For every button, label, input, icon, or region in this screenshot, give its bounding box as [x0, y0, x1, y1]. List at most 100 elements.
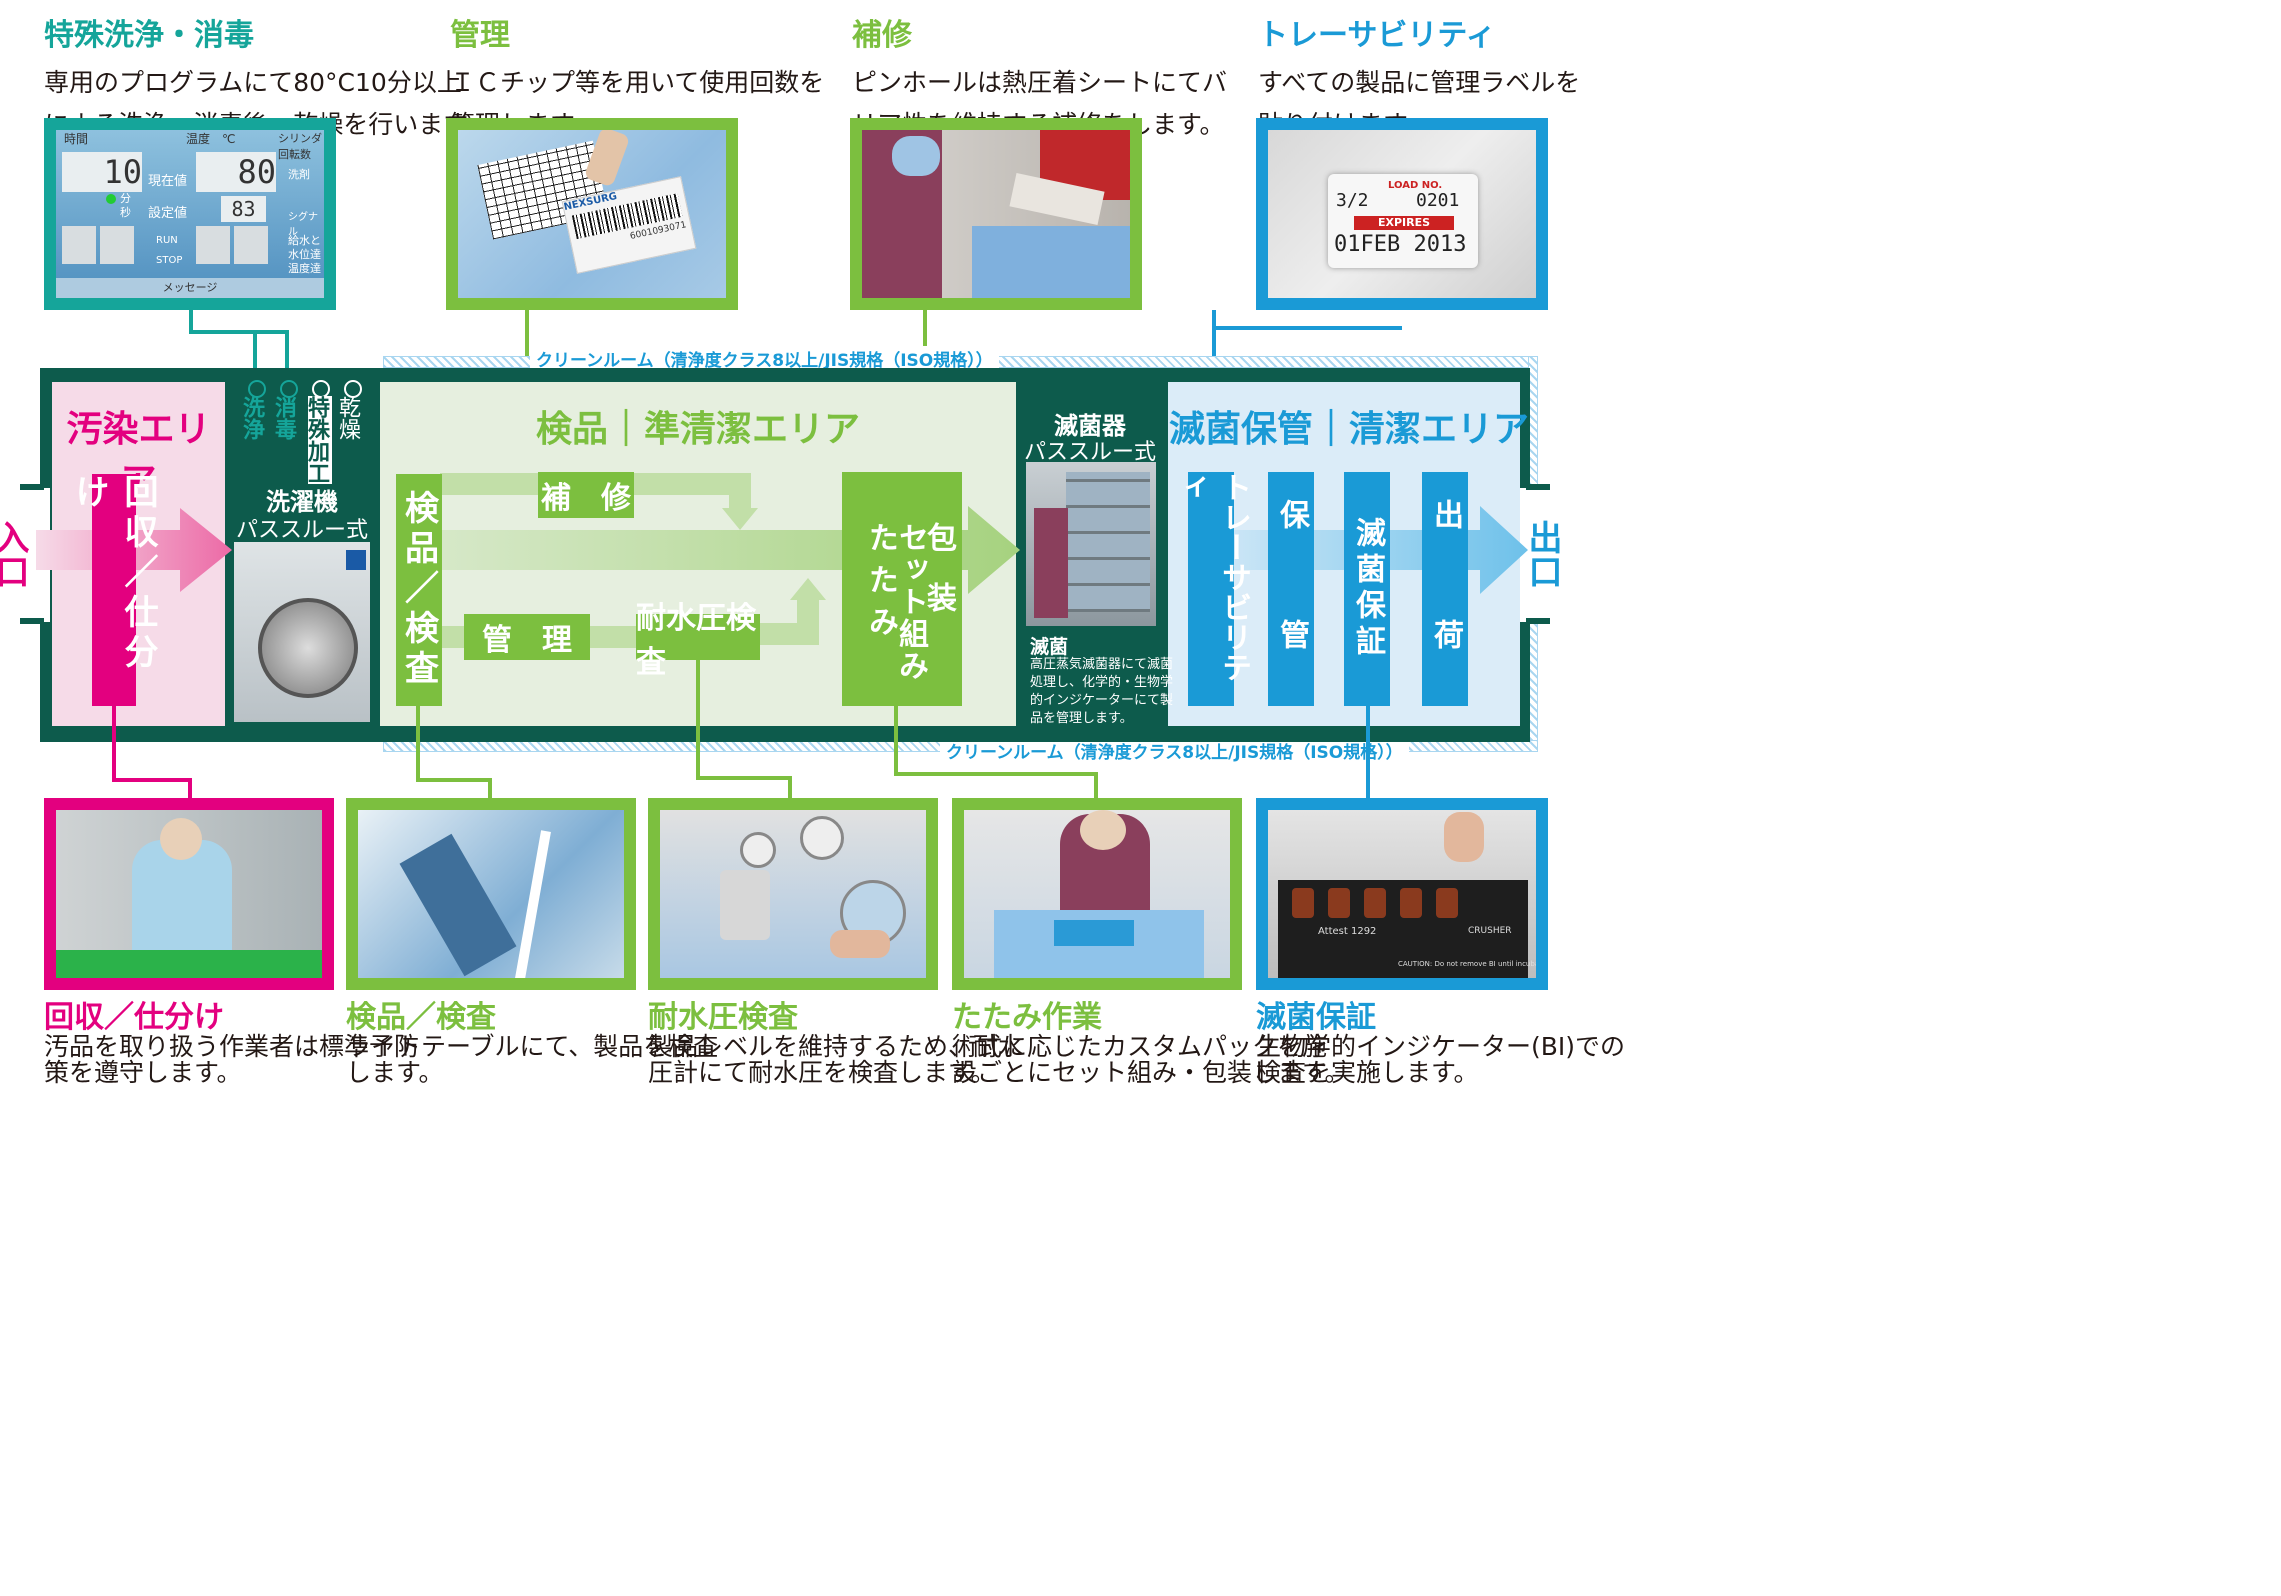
disinfect-step-label: 消毒 — [271, 396, 296, 440]
cleanroom-label-top: クリーンルーム（清浄度クラス8以上/JIS規格（ISO規格）） — [530, 346, 999, 371]
panel-value-10: 10 — [62, 152, 142, 192]
person-head-2 — [1080, 810, 1126, 850]
label-sticker: LOAD NO. 3/2 0201 EXPIRES 01FEB 2013 — [1328, 174, 1478, 268]
connector-wash-v3 — [285, 330, 289, 386]
vial-2 — [1328, 888, 1350, 918]
sterilizer-caption-3: 的インジケーターにて製 — [1030, 693, 1174, 708]
photo-collect — [44, 798, 334, 990]
panel-stop-label: STOP — [156, 255, 183, 266]
clean-area-title: 滅菌保管｜清潔エリア — [1168, 409, 1529, 450]
connector-sterile-v — [1366, 706, 1370, 798]
photo-bi: Attest 1292 CRUSHER CAUTION: Do not remo… — [1256, 798, 1548, 990]
label-expiry-date-text: 01FEB 2013 — [1334, 232, 1467, 257]
connector-fold-v — [894, 706, 898, 776]
vial-4 — [1400, 888, 1422, 918]
bottom-title-sterile: 滅菌保証 — [1256, 1000, 1376, 1035]
panel-value-80: 80 — [196, 152, 276, 192]
wash-dot-icon — [248, 380, 266, 398]
connector-collect-v2 — [188, 778, 192, 798]
sterile-guarantee-process-box: 滅菌保証 — [1344, 472, 1390, 706]
green-bin — [56, 950, 322, 978]
panel-set-label: 設定値 — [148, 206, 188, 221]
photo-control-panel: 時間 温度 ℃ シリンダ回転数 10 80 現在値 設定値 83 分 秒 RUN… — [44, 118, 336, 310]
sterilizer-caption-2: 処理し、化学的・生物学 — [1030, 675, 1174, 690]
disinfect-dot-icon — [280, 380, 298, 398]
bottom-desc-fold-1: 術式に応じたカスタムパックを施 — [952, 1032, 1328, 1061]
entrance-gap-top — [20, 484, 44, 490]
hand-shape — [830, 930, 890, 958]
panel-sec-label: 秒 — [120, 206, 131, 219]
dry-dot-icon — [344, 380, 362, 398]
exit-label: 出口 — [1522, 520, 1562, 588]
inspect-process-box: 検品／検査 — [396, 474, 442, 706]
bottom-desc-collect-1: 汚品を取り扱う作業者は標準予防 — [44, 1032, 420, 1061]
water-branch-arrow — [760, 578, 826, 645]
washer-type: パススルー式 — [235, 518, 368, 543]
photo-inspect — [346, 798, 636, 990]
gown-sleeve — [399, 833, 517, 977]
manage-process-box: 管 理 — [464, 614, 590, 660]
inspect-manage-link — [442, 626, 464, 648]
connector-fold-v2 — [1094, 772, 1098, 798]
photo-waterpressure — [648, 798, 938, 990]
photo-fold — [952, 798, 1242, 990]
photo-ic-chip: NEXSURG 6001093071 — [446, 118, 738, 310]
connector-collect-h — [112, 778, 192, 782]
top-title-manage: 管理 — [450, 18, 510, 53]
connector-water-v2 — [788, 776, 792, 798]
connector-water-h — [696, 776, 792, 780]
manage-water-link — [590, 626, 636, 648]
waterpressure-process-box: 耐水圧検査 — [636, 601, 760, 680]
bottom-desc-collect-2: 策を遵守します。 — [44, 1058, 242, 1087]
washer-panel-icon — [346, 550, 366, 570]
store-process-box: 保 管 — [1268, 472, 1314, 706]
bottom-desc-sterile-2: 検査を実施します。 — [1256, 1058, 1479, 1087]
bottom-title-inspect: 検品／検査 — [346, 1000, 496, 1035]
dirty-area-title: 汚染エリア — [66, 409, 211, 502]
bottom-desc-waterpressure-1: 製品レベルを維持するため、耐水 — [648, 1032, 1024, 1061]
incubator-icon: Attest 1292 CRUSHER CAUTION: Do not remo… — [1278, 880, 1536, 978]
trace-process-box: トレーサビリティ — [1172, 472, 1251, 706]
panel-up-button — [62, 226, 96, 264]
top-desc-trace-1: すべての製品に管理ラベルを — [1258, 68, 1581, 97]
panel-signal-label: シグナル — [288, 212, 318, 238]
light-strip — [515, 830, 551, 978]
panel-value-83: 83 — [221, 196, 266, 222]
photo-repair — [850, 118, 1142, 310]
pack-label: 包装 — [921, 522, 956, 642]
green-flow-arrow — [440, 506, 1020, 594]
connector-fold-h — [894, 772, 1098, 776]
pack-process-box: 包装 セット組み たたみ — [842, 472, 962, 706]
entrance-label: 入口 — [0, 520, 29, 588]
panel-level-label: 水位達 — [288, 248, 321, 261]
panel-message-bar: メッセージ — [56, 278, 324, 298]
sterilizer-person — [1034, 508, 1068, 618]
washer-photo — [234, 542, 370, 722]
vial-3 — [1364, 888, 1386, 918]
entrance-gap-bottom — [20, 618, 44, 624]
bottom-title-fold: たたみ作業 — [952, 1000, 1102, 1035]
panel-led-icon — [106, 194, 116, 204]
label-load-text: LOAD NO. — [1388, 180, 1443, 191]
tank-icon — [720, 870, 770, 940]
sterilizer-type: パススルー式 — [1023, 440, 1156, 465]
wash-step-label: 洗浄 — [239, 396, 264, 440]
bottom-desc-inspect-1: ライトテーブルにて、製品を検査 — [346, 1032, 719, 1061]
finger-holding-vial — [1444, 812, 1484, 862]
connector-wash-v1 — [189, 310, 193, 332]
label-code-text: 0201 — [1416, 190, 1460, 211]
bi-caution-text: CAUTION: Do not remove BI until incubati… — [1398, 960, 1548, 968]
connector-trace-h — [1212, 326, 1402, 330]
panel-min-label: 分 — [120, 192, 131, 205]
panel-run-label: RUN — [156, 235, 178, 246]
connector-wash-h — [189, 330, 287, 334]
person-mask — [892, 136, 940, 176]
sterilizer-photo — [1026, 462, 1156, 626]
panel-down-button-2 — [234, 226, 268, 264]
bottom-desc-fold-2: 設ごとにセット組み・包装します。 — [952, 1058, 1350, 1087]
panel-temp-label: 温度 ℃ — [186, 132, 236, 146]
label-date-text: 3/2 — [1336, 190, 1369, 211]
panel-time-label: 時間 — [64, 132, 89, 146]
top-title-repair: 補修 — [852, 18, 912, 53]
fold-label: たたみ — [863, 522, 898, 648]
